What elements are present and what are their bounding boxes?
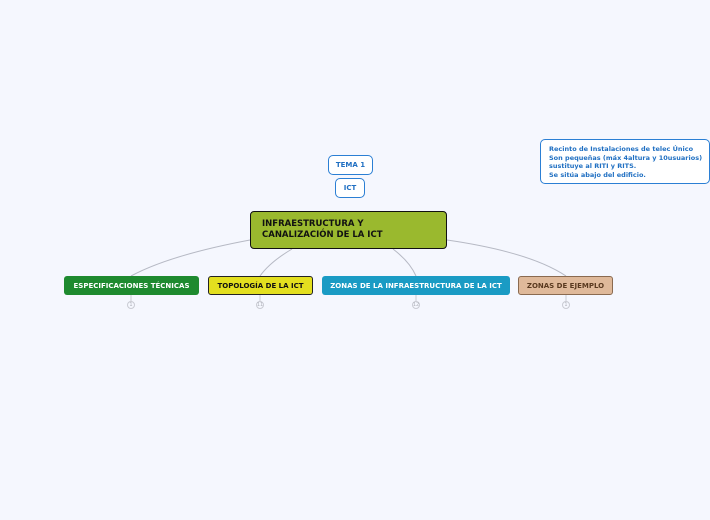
expand-button-zonas-ejemplo[interactable]: 1	[562, 301, 570, 309]
branch-topologia-ict[interactable]: TOPOLOGÍA DE LA ICT	[208, 276, 313, 295]
expand-button-zonas-infra[interactable]: 12	[412, 301, 420, 309]
branch-zonas-ejemplo[interactable]: ZONAS DE EJEMPLO	[518, 276, 613, 295]
connector-especificaciones	[130, 239, 251, 277]
tag-tema-1[interactable]: TEMA 1	[328, 155, 373, 175]
floating-note-riu[interactable]: Recinto de Instalaciones de telec Único …	[540, 139, 710, 184]
connector-topologia	[259, 248, 293, 277]
branch-zonas-infraestructura[interactable]: ZONAS DE LA INFRAESTRUCTURA DE LA ICT	[322, 276, 510, 295]
central-topic[interactable]: INFRAESTRUCTURA Y CANALIZACIÓN DE LA ICT	[250, 211, 447, 249]
note-line: Son pequeñas (máx 4altura y 10usuarios)	[549, 153, 703, 162]
tag-ict[interactable]: ICT	[335, 178, 365, 198]
connector-zonas-ejemplo	[446, 239, 567, 277]
branch-especificaciones-tecnicas[interactable]: ESPECIFICACIONES TÉCNICAS	[64, 276, 199, 295]
note-line: Recinto de Instalaciones de telec Único	[549, 145, 694, 153]
expand-button-topologia[interactable]: 11	[256, 301, 264, 309]
expand-button-especificaciones[interactable]: 1	[127, 301, 135, 309]
connector-zonas-infra	[392, 248, 417, 277]
note-line: Se sitúa abajo del edificio.	[549, 170, 646, 179]
note-line: sustituye al RITI y RITS.	[549, 162, 637, 170]
